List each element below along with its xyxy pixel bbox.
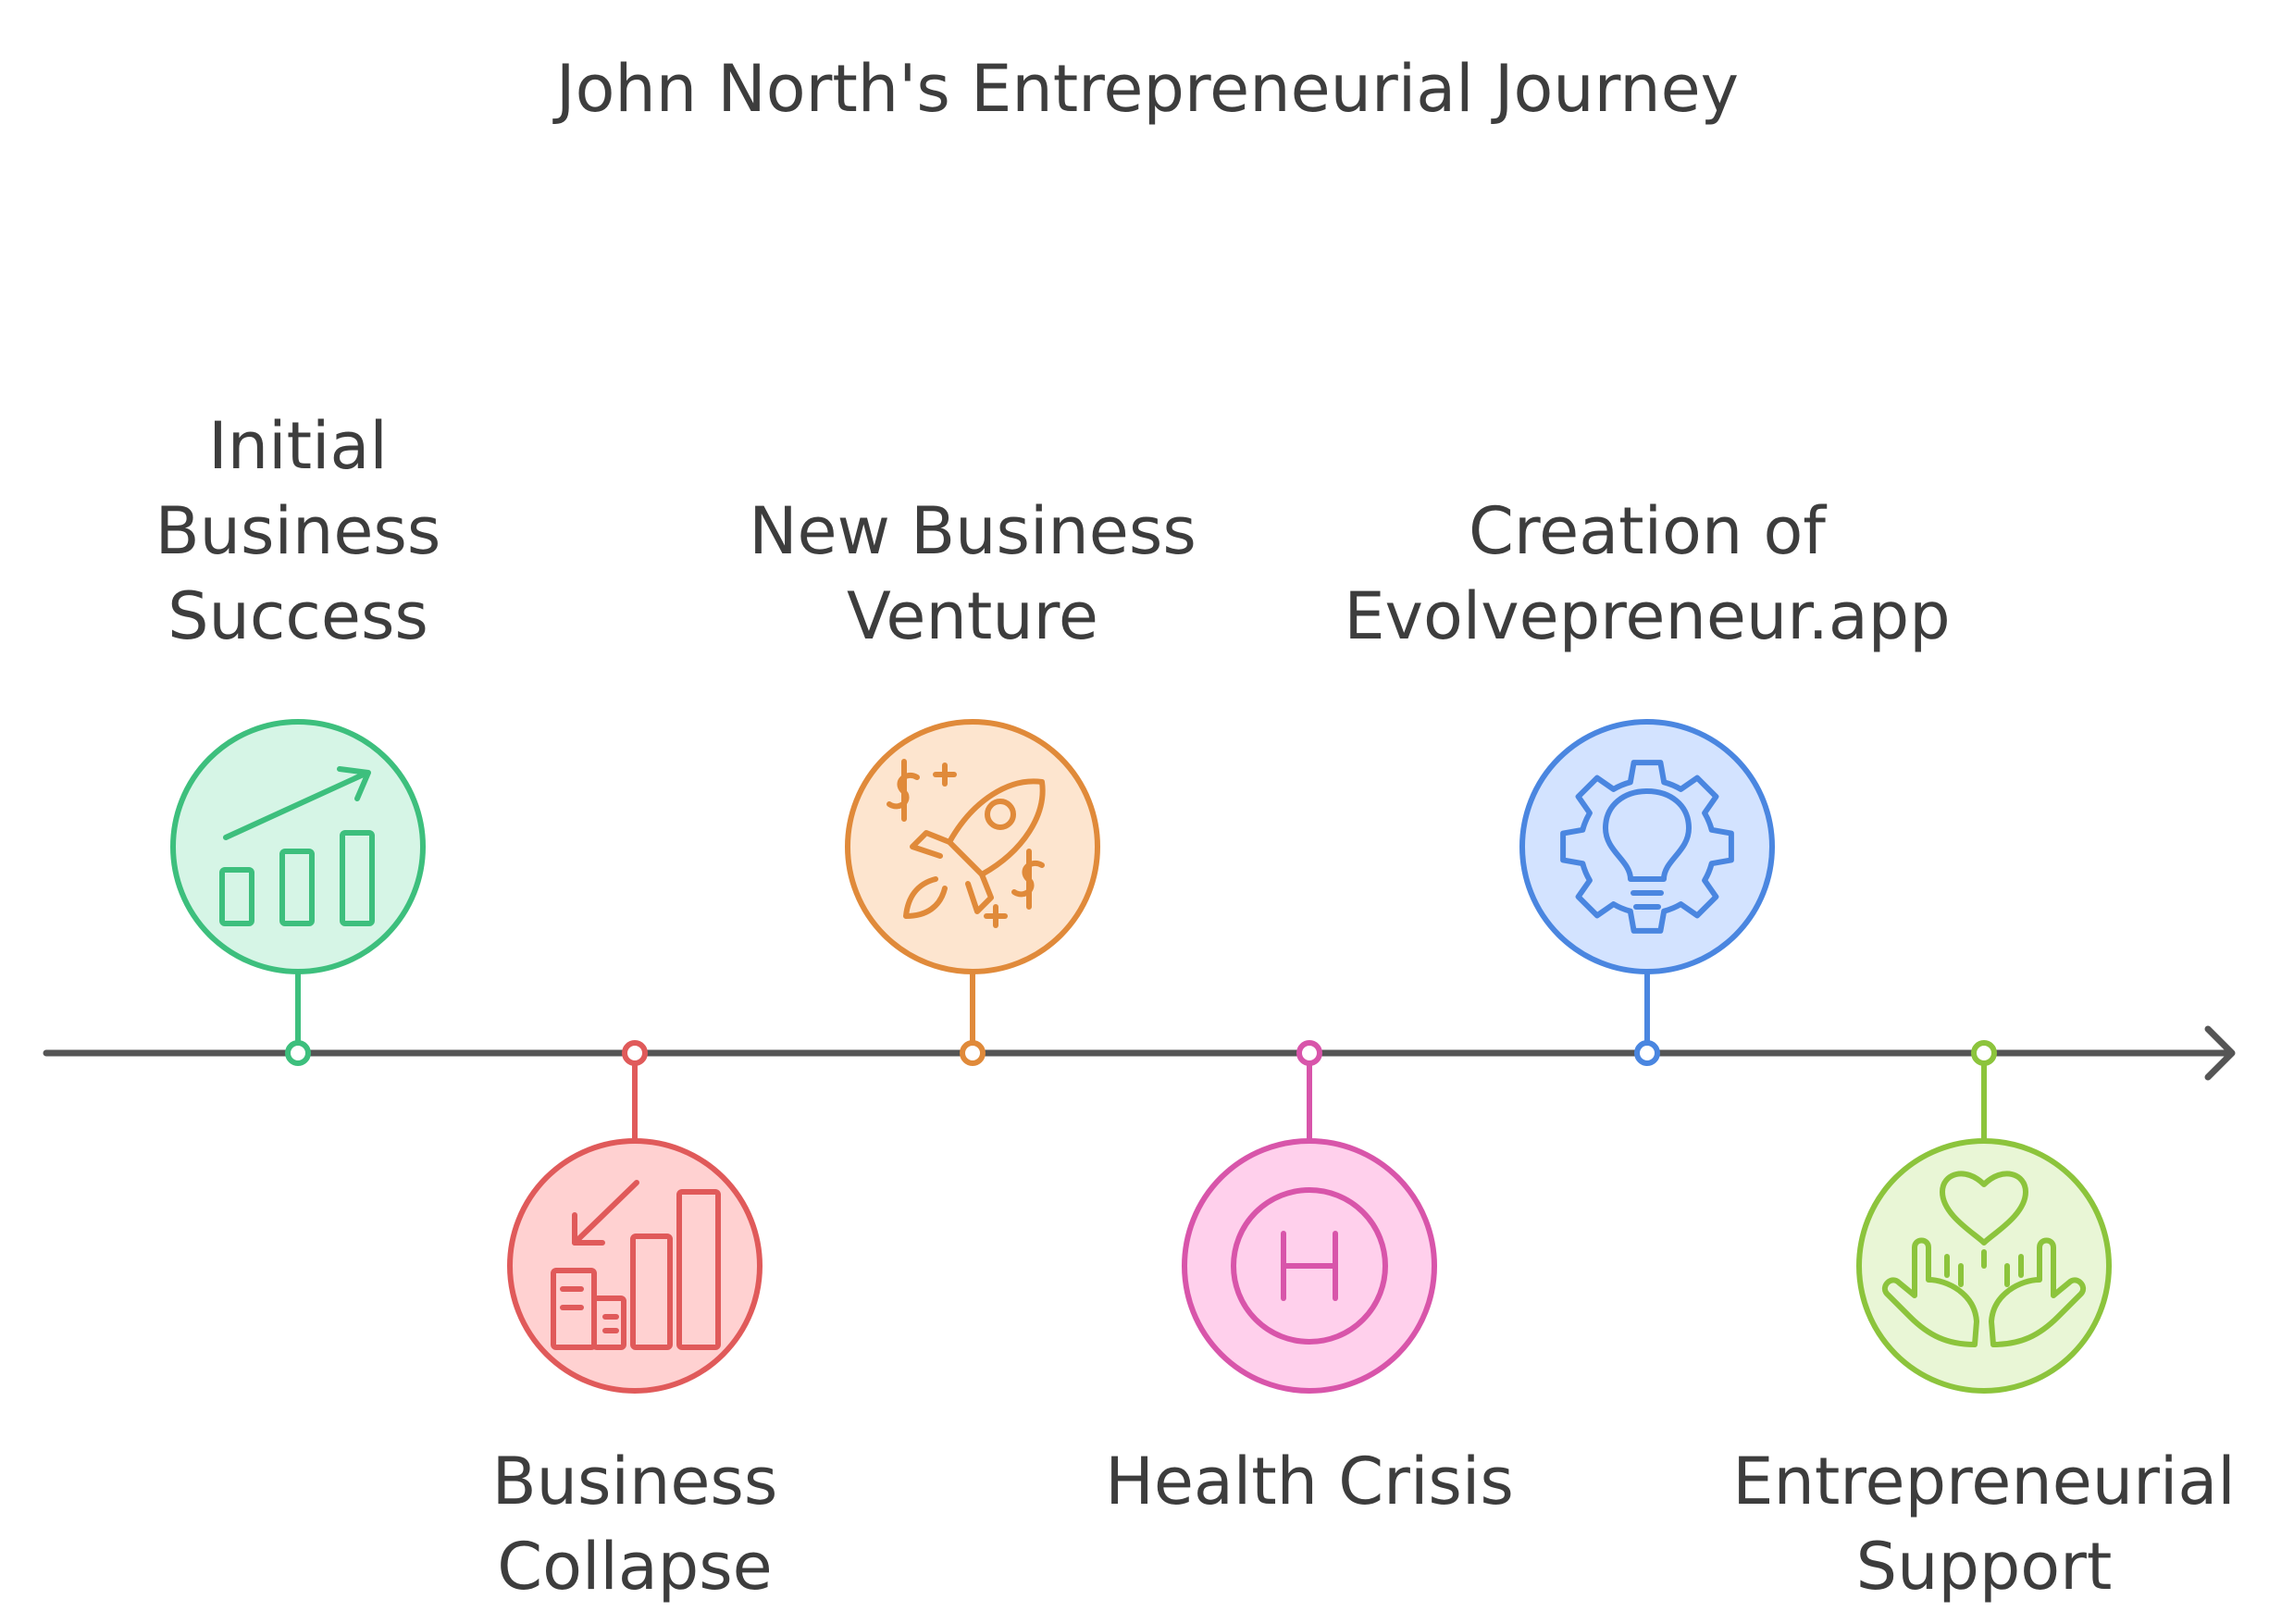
- event-marker: [1296, 1040, 1322, 1066]
- event-label-line: New Business: [749, 493, 1197, 569]
- diagram-title: John North's Entrepreneurial Journey: [552, 51, 1739, 127]
- event-label-line: Initial: [208, 408, 388, 484]
- hands-heart-icon: [1881, 1171, 2087, 1347]
- event-marker: [1971, 1040, 1997, 1066]
- event-label-line: Health Crisis: [1105, 1444, 1514, 1519]
- event-marker: [285, 1040, 311, 1066]
- timeline-axis: [43, 1025, 2236, 1081]
- event-label-line: Entrepreneurial: [1732, 1444, 2235, 1519]
- rocket-icon: [887, 759, 1046, 928]
- event-label-line: Business: [155, 493, 441, 569]
- timeline-event-evolvepreneur: Creation of Evolvepreneur.app: [1344, 493, 1951, 1066]
- event-label-line: Success: [167, 578, 428, 654]
- decline-chart-icon: [551, 1180, 721, 1350]
- event-label-line: Evolvepreneur.app: [1344, 578, 1950, 654]
- event-label-line: Creation of: [1469, 493, 1827, 569]
- event-circle: [1519, 719, 1775, 974]
- gear-lightbulb-icon: [1560, 760, 1734, 934]
- timeline-events: InitialBusinessSuccessBusinessCollapseNe…: [155, 408, 2236, 1605]
- timeline-event-health-crisis: Health Crisis: [1105, 1040, 1514, 1519]
- event-label-line: Business: [492, 1444, 778, 1519]
- event-circle: [170, 719, 426, 974]
- event-label-line: Collapse: [497, 1529, 772, 1605]
- event-marker: [960, 1040, 986, 1066]
- event-label-line: Venture: [847, 578, 1098, 654]
- event-circle: [845, 719, 1100, 974]
- event-marker: [1634, 1040, 1660, 1066]
- event-label-line: Support: [1856, 1529, 2113, 1605]
- growth-chart-icon: [219, 766, 375, 926]
- event-marker: [622, 1040, 648, 1066]
- hospital-icon: [1231, 1187, 1388, 1345]
